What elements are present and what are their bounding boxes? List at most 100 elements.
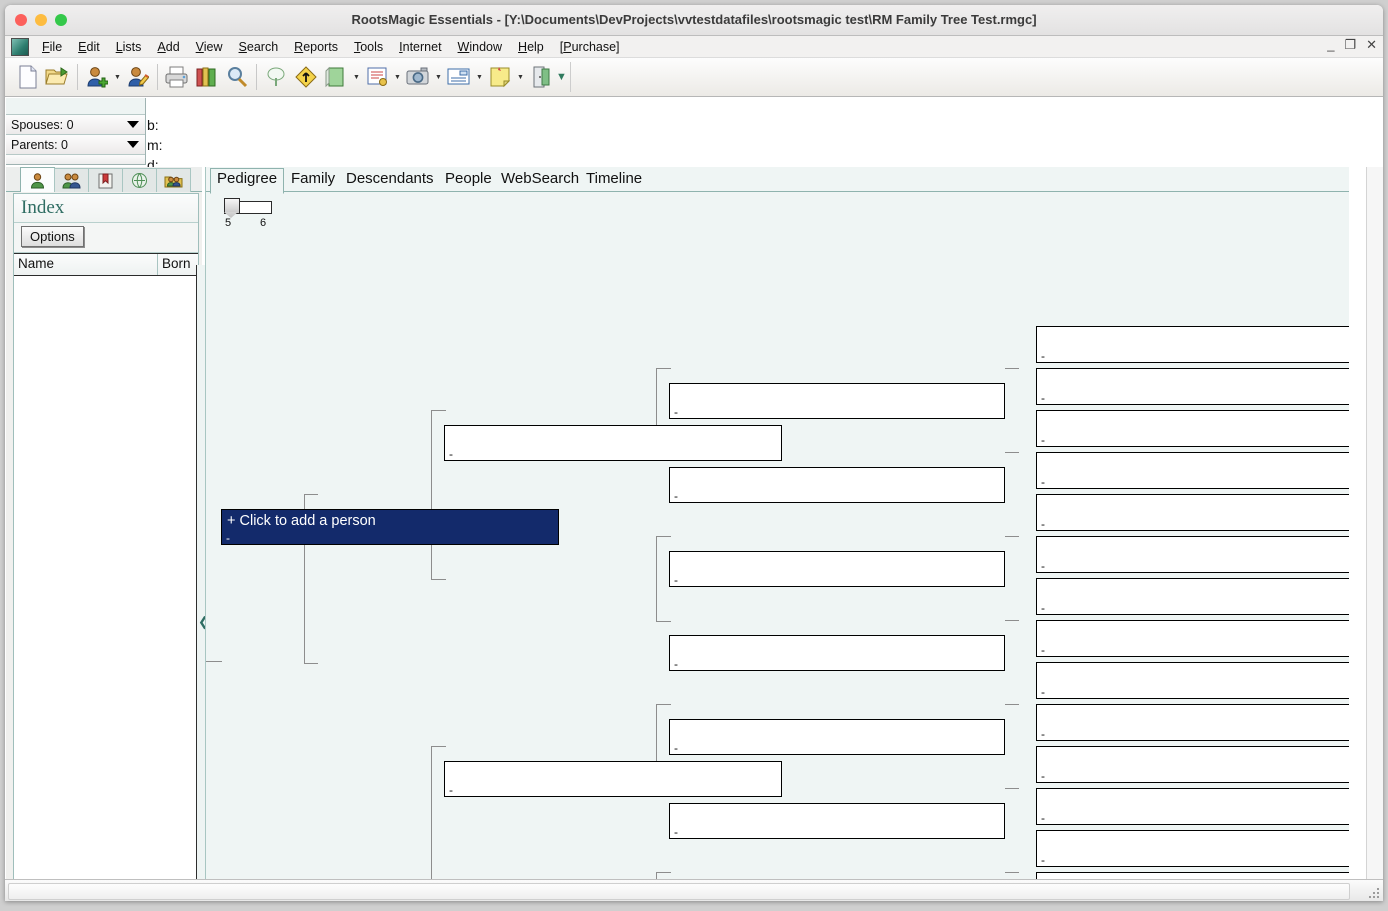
chevron-down-icon[interactable] [127, 121, 139, 128]
parents-dropdown[interactable]: Parents: 0 [6, 135, 145, 155]
pedigree-box[interactable]: - [1036, 578, 1349, 615]
box-sub-label: - [1041, 517, 1045, 531]
index-panel: Index Options Name Born [13, 193, 199, 901]
pedigree-box[interactable]: - [1036, 620, 1349, 657]
pedigree-box[interactable]: - [1036, 536, 1349, 573]
menu-internet[interactable]: Internet [399, 39, 442, 54]
pedigree-box[interactable]: - [1036, 662, 1349, 699]
connector-line [1005, 452, 1019, 453]
chevron-down-icon[interactable]: ▼ [556, 71, 567, 83]
exit-door-icon[interactable] [526, 61, 556, 93]
sidebar-item-family[interactable] [54, 168, 89, 192]
report-icon[interactable] [444, 61, 474, 93]
camera-icon[interactable] [403, 61, 433, 93]
menu-file[interactable]: File [42, 39, 63, 54]
sidebar-splitter[interactable]: ❮ [196, 265, 209, 901]
pedigree-box[interactable]: - [669, 467, 1005, 503]
menu-reports[interactable]: Reports [294, 39, 338, 54]
menu-edit[interactable]: Edit [78, 39, 100, 54]
resize-grip[interactable] [1367, 886, 1379, 898]
generation-slider[interactable]: 5 6 [216, 197, 296, 231]
pedigree-box[interactable]: - [1036, 326, 1349, 363]
pedigree-box[interactable]: - [444, 425, 782, 461]
tab-pedigree[interactable]: Pedigree [210, 168, 285, 194]
sidebar-item-bookmarks[interactable] [88, 168, 123, 192]
tab-websearch[interactable]: WebSearch [501, 170, 580, 187]
person-summary-panel: Spouses: 0 Parents: 0 [6, 98, 146, 165]
spouses-dropdown[interactable]: Spouses: 0 [6, 115, 145, 135]
certificate-icon[interactable] [362, 61, 392, 93]
report-dropdown-icon[interactable]: ▼ [476, 73, 483, 81]
edit-person-icon[interactable] [123, 61, 153, 93]
slider-thumb[interactable] [224, 198, 240, 214]
index-list[interactable] [14, 276, 198, 880]
family-tree-icon[interactable] [261, 61, 291, 93]
menu-add[interactable]: Add [157, 39, 180, 54]
tab-family[interactable]: Family [291, 170, 336, 187]
options-button[interactable]: Options [21, 226, 84, 247]
marriage-label: m: [147, 137, 163, 153]
menu-lists[interactable]: Lists [115, 39, 142, 54]
new-file-icon[interactable] [13, 61, 43, 93]
tab-descendants[interactable]: Descendants [346, 170, 434, 187]
window-traffic-lights[interactable] [15, 14, 67, 26]
mdi-restore-button[interactable]: ❐ [1344, 37, 1357, 52]
print-icon[interactable] [162, 61, 192, 93]
sticky-note-icon[interactable] [485, 61, 515, 93]
pedigree-box[interactable]: - [1036, 704, 1349, 741]
pedigree-box[interactable]: - [669, 803, 1005, 839]
sidebar-item-history[interactable] [122, 168, 157, 192]
notebook-icon[interactable] [321, 61, 351, 93]
menu-search[interactable]: Search [238, 39, 279, 54]
search-icon[interactable] [222, 61, 252, 93]
tab-people[interactable]: People [445, 170, 492, 187]
column-header-name[interactable]: Name [14, 254, 158, 275]
menu-purchase[interactable]: [Purchase] [559, 39, 620, 54]
add-person-icon[interactable] [82, 61, 112, 93]
menu-help[interactable]: Help [518, 39, 544, 54]
pedigree-box[interactable]: - [669, 635, 1005, 671]
menu-tools[interactable]: Tools [353, 39, 384, 54]
sidebar-item-groups[interactable] [156, 168, 191, 192]
minimize-window-button[interactable] [35, 14, 47, 26]
pedigree-box[interactable]: - [1036, 746, 1349, 783]
pedigree-box[interactable]: - [1036, 830, 1349, 867]
books-icon[interactable] [192, 61, 222, 93]
maximize-window-button[interactable] [55, 14, 67, 26]
menu-view[interactable]: View [195, 39, 223, 54]
mdi-minimize-button[interactable]: _ [1327, 37, 1335, 52]
sticky-note-dropdown-icon[interactable]: ▼ [517, 73, 524, 81]
pedigree-box[interactable]: - [1036, 494, 1349, 531]
add-person-dropdown-icon[interactable]: ▼ [114, 73, 121, 81]
pedigree-box[interactable]: - [1036, 788, 1349, 825]
camera-dropdown-icon[interactable]: ▼ [435, 73, 442, 81]
pedigree-box[interactable]: - [444, 761, 782, 797]
tab-timeline[interactable]: Timeline [586, 170, 643, 187]
pedigree-box[interactable]: - [669, 719, 1005, 755]
pedigree-box[interactable]: - [1036, 368, 1349, 405]
certificate-dropdown-icon[interactable]: ▼ [394, 73, 401, 81]
window-title: RootsMagic Essentials - [Y:\Documents\De… [351, 12, 1037, 27]
mdi-window-controls[interactable]: _ ❐ ✕ [1327, 37, 1377, 52]
mdi-close-button[interactable]: ✕ [1366, 37, 1377, 52]
horizontal-scrollbar[interactable] [5, 879, 1383, 901]
chevron-down-icon[interactable] [127, 141, 139, 148]
scrollbar-thumb[interactable] [8, 883, 1350, 900]
connector-line [656, 536, 671, 622]
pedigree-box[interactable]: - [1036, 452, 1349, 489]
menu-window[interactable]: Window [457, 39, 503, 54]
notebook-dropdown-icon[interactable]: ▼ [353, 73, 360, 81]
slider-tick-6: 6 [260, 217, 267, 229]
pedigree-box-selected[interactable]: + Click to add a person - [221, 509, 559, 545]
column-header-born[interactable]: Born [162, 256, 191, 271]
pedigree-box[interactable]: - [669, 383, 1005, 419]
index-options-row: Options [14, 223, 198, 253]
close-window-button[interactable] [15, 14, 27, 26]
open-folder-icon[interactable] [43, 61, 73, 93]
vertical-scrollbar[interactable] [1366, 167, 1383, 901]
pedigree-icon[interactable] [291, 61, 321, 93]
pedigree-box[interactable]: - [669, 551, 1005, 587]
sidebar-item-index[interactable] [20, 167, 55, 192]
pedigree-box[interactable]: - [1036, 410, 1349, 447]
collapse-sidebar-icon[interactable]: ❮ [198, 614, 209, 629]
